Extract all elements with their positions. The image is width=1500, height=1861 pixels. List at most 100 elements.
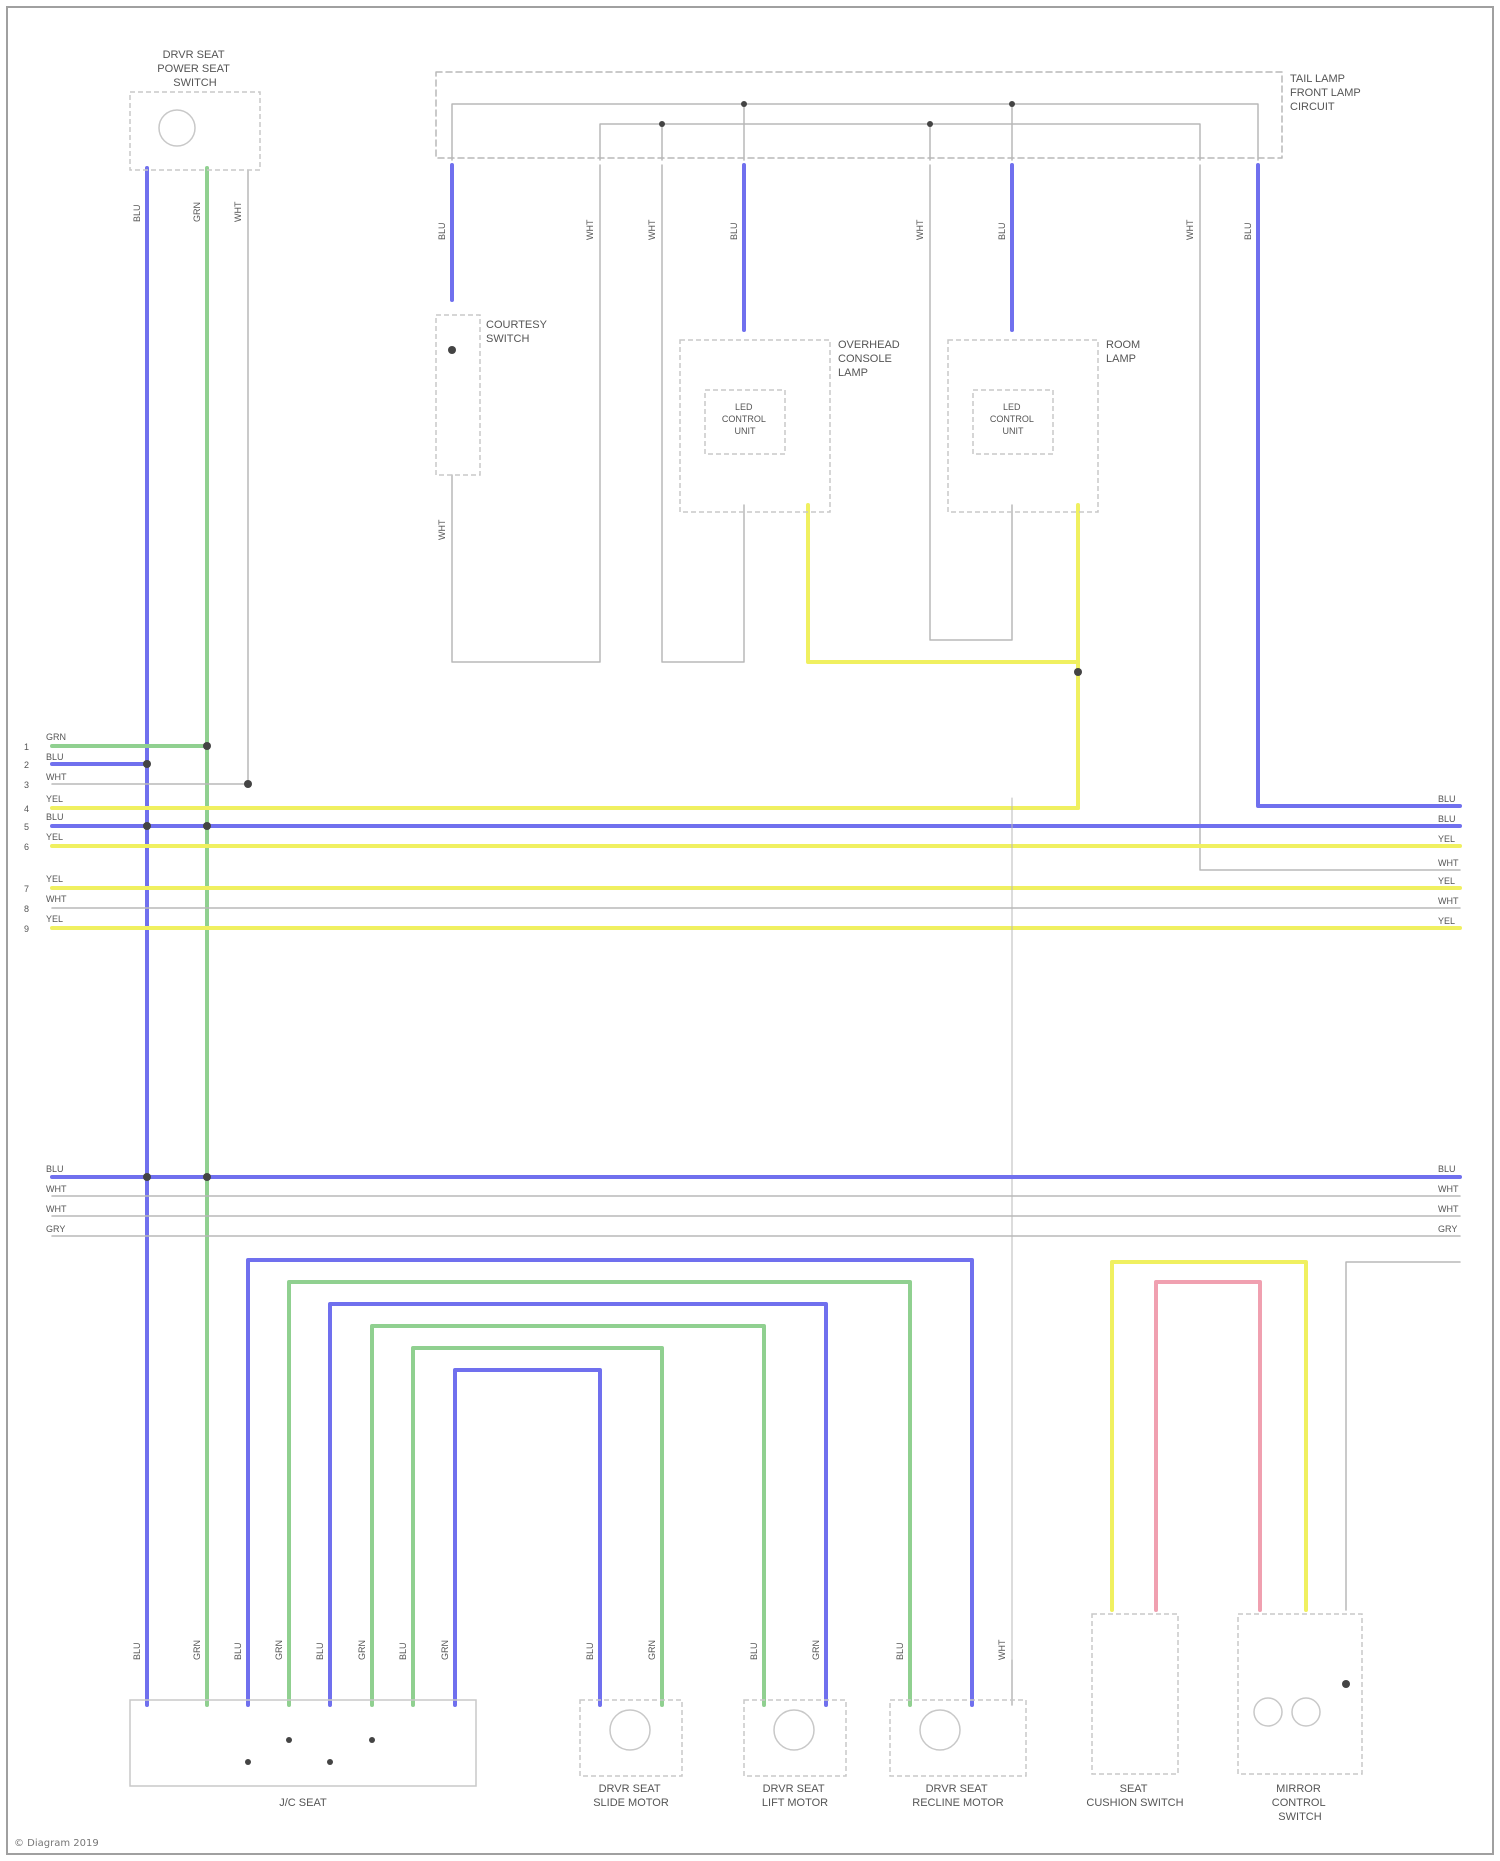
wire-right-gray (1200, 165, 1460, 870)
pin-number: 7 (24, 884, 29, 894)
wire-tag: BLU (895, 1642, 905, 1660)
junction-dot (1009, 101, 1015, 107)
label-overhead: OVERHEAD CONSOLE LAMP (838, 339, 903, 379)
wire-tag: GRY (1438, 1224, 1457, 1234)
loop-5-green (413, 1348, 662, 1705)
wire-tag: BLU (46, 752, 64, 762)
pin-number: 3 (24, 780, 29, 790)
loop-4-green (372, 1326, 764, 1705)
bus-box (436, 72, 1282, 158)
component-bottom-1 (130, 1700, 476, 1786)
component-courtesy (436, 315, 480, 475)
loop-r-yellow (1112, 1262, 1306, 1610)
wire-yellow-overhead (808, 505, 1078, 672)
label-top-left: DRVR SEAT POWER SEAT SWITCH (157, 49, 232, 89)
label-courtesy: COURTESY SWITCH (486, 319, 550, 345)
wire-tag: WHT (1438, 896, 1459, 906)
pin-number: 2 (24, 760, 29, 770)
wire-tag: BLU (1438, 814, 1456, 824)
label-room: ROOM LAMP (1106, 339, 1143, 365)
loop-r-pink (1156, 1282, 1260, 1610)
label-bottom-6: MIRROR CONTROL SWITCH (1272, 1783, 1328, 1823)
wire-tag: GRN (192, 202, 202, 222)
pin-number: 8 (24, 904, 29, 914)
wire-tag: GRN (811, 1640, 821, 1660)
pin-number: 1 (24, 742, 29, 752)
component-bottom-3 (744, 1700, 846, 1776)
wire-tag: WHT (1438, 1204, 1459, 1214)
label-top-right: TAIL LAMP FRONT LAMP CIRCUIT (1290, 73, 1364, 113)
pin-number: 9 (24, 924, 29, 934)
wire-tag: GRN (274, 1640, 284, 1660)
component-bottom-3-symbol (774, 1710, 814, 1750)
junction-dot (203, 742, 211, 750)
wire-tag: WHT (437, 519, 447, 540)
wire-tag: BLU (749, 1642, 759, 1660)
wire-tag: BLU (398, 1642, 408, 1660)
junction-dot (244, 780, 252, 788)
label-bottom-5: SEAT CUSHION SWITCH (1086, 1783, 1183, 1809)
component-bottom-6-symbol-b (1292, 1698, 1320, 1726)
pin-number: 6 (24, 842, 29, 852)
junction-dot (659, 121, 665, 127)
junction-dot (203, 1173, 211, 1181)
junction-dot (1074, 668, 1082, 676)
junction-dot (369, 1737, 375, 1743)
wire-tag: WHT (46, 1204, 67, 1214)
footer-note: © Diagram 2019 (14, 1838, 99, 1849)
wire-tag: BLU (729, 222, 739, 240)
label-bottom-1: J/C SEAT (279, 1797, 327, 1809)
wire-tag: BLU (997, 222, 1007, 240)
junction-dot (1342, 1680, 1350, 1688)
junction-dot (143, 1173, 151, 1181)
bus-line-1 (452, 104, 1258, 160)
wire-courtesy-down (452, 165, 600, 662)
component-top-left-symbol (159, 110, 195, 146)
junction-dot (143, 760, 151, 768)
label-led-1: LED CONTROL UNIT (722, 402, 768, 436)
wire-tag: BLU (46, 1164, 64, 1174)
label-bottom-2: DRVR SEAT SLIDE MOTOR (593, 1783, 669, 1809)
wire-tag: YEL (46, 794, 63, 804)
wire-tag: WHT (997, 1639, 1007, 1660)
wire-tag: GRN (647, 1640, 657, 1660)
wire-tag: GRN (192, 1640, 202, 1660)
wire-tag: YEL (1438, 916, 1455, 926)
wire-tag: GRN (46, 732, 66, 742)
wire-tag: YEL (46, 832, 63, 842)
wire-tag: BLU (46, 812, 64, 822)
component-bottom-4-symbol (920, 1710, 960, 1750)
pin-number: 5 (24, 822, 29, 832)
component-bottom-2-symbol (610, 1710, 650, 1750)
label-led-2: LED CONTROL UNIT (990, 402, 1036, 436)
wire-tag: YEL (46, 874, 63, 884)
wire-tag: WHT (46, 772, 67, 782)
wire-tag: WHT (915, 219, 925, 240)
bus-line-2 (600, 124, 1200, 160)
junction-dot (448, 346, 456, 354)
wire-tag: BLU (437, 222, 447, 240)
label-bottom-3: DRVR SEAT LIFT MOTOR (762, 1783, 828, 1809)
wire-tag: YEL (1438, 876, 1455, 886)
component-bottom-6-symbol-a (1254, 1698, 1282, 1726)
junction-dot (327, 1759, 333, 1765)
wire-tag: BLU (1438, 794, 1456, 804)
wire-tag: WHT (647, 219, 657, 240)
wire-tag: WHT (46, 1184, 67, 1194)
wire-tag: BLU (585, 1642, 595, 1660)
component-bottom-5 (1092, 1614, 1178, 1774)
wire-right-blue (1258, 165, 1460, 806)
wire-tag: BLU (233, 1642, 243, 1660)
junction-dot (203, 822, 211, 830)
component-bottom-2 (580, 1700, 682, 1776)
wire-tag: YEL (46, 914, 63, 924)
wire-tag: BLU (132, 204, 142, 222)
label-bottom-4: DRVR SEAT RECLINE MOTOR (912, 1783, 1004, 1809)
wire-tag: WHT (1438, 858, 1459, 868)
wire-tag: WHT (1185, 219, 1195, 240)
wire-tag: BLU (1438, 1164, 1456, 1174)
wire-tag: GRY (46, 1224, 65, 1234)
loop-6-blue (455, 1370, 600, 1705)
wire-tag: BLU (1243, 222, 1253, 240)
